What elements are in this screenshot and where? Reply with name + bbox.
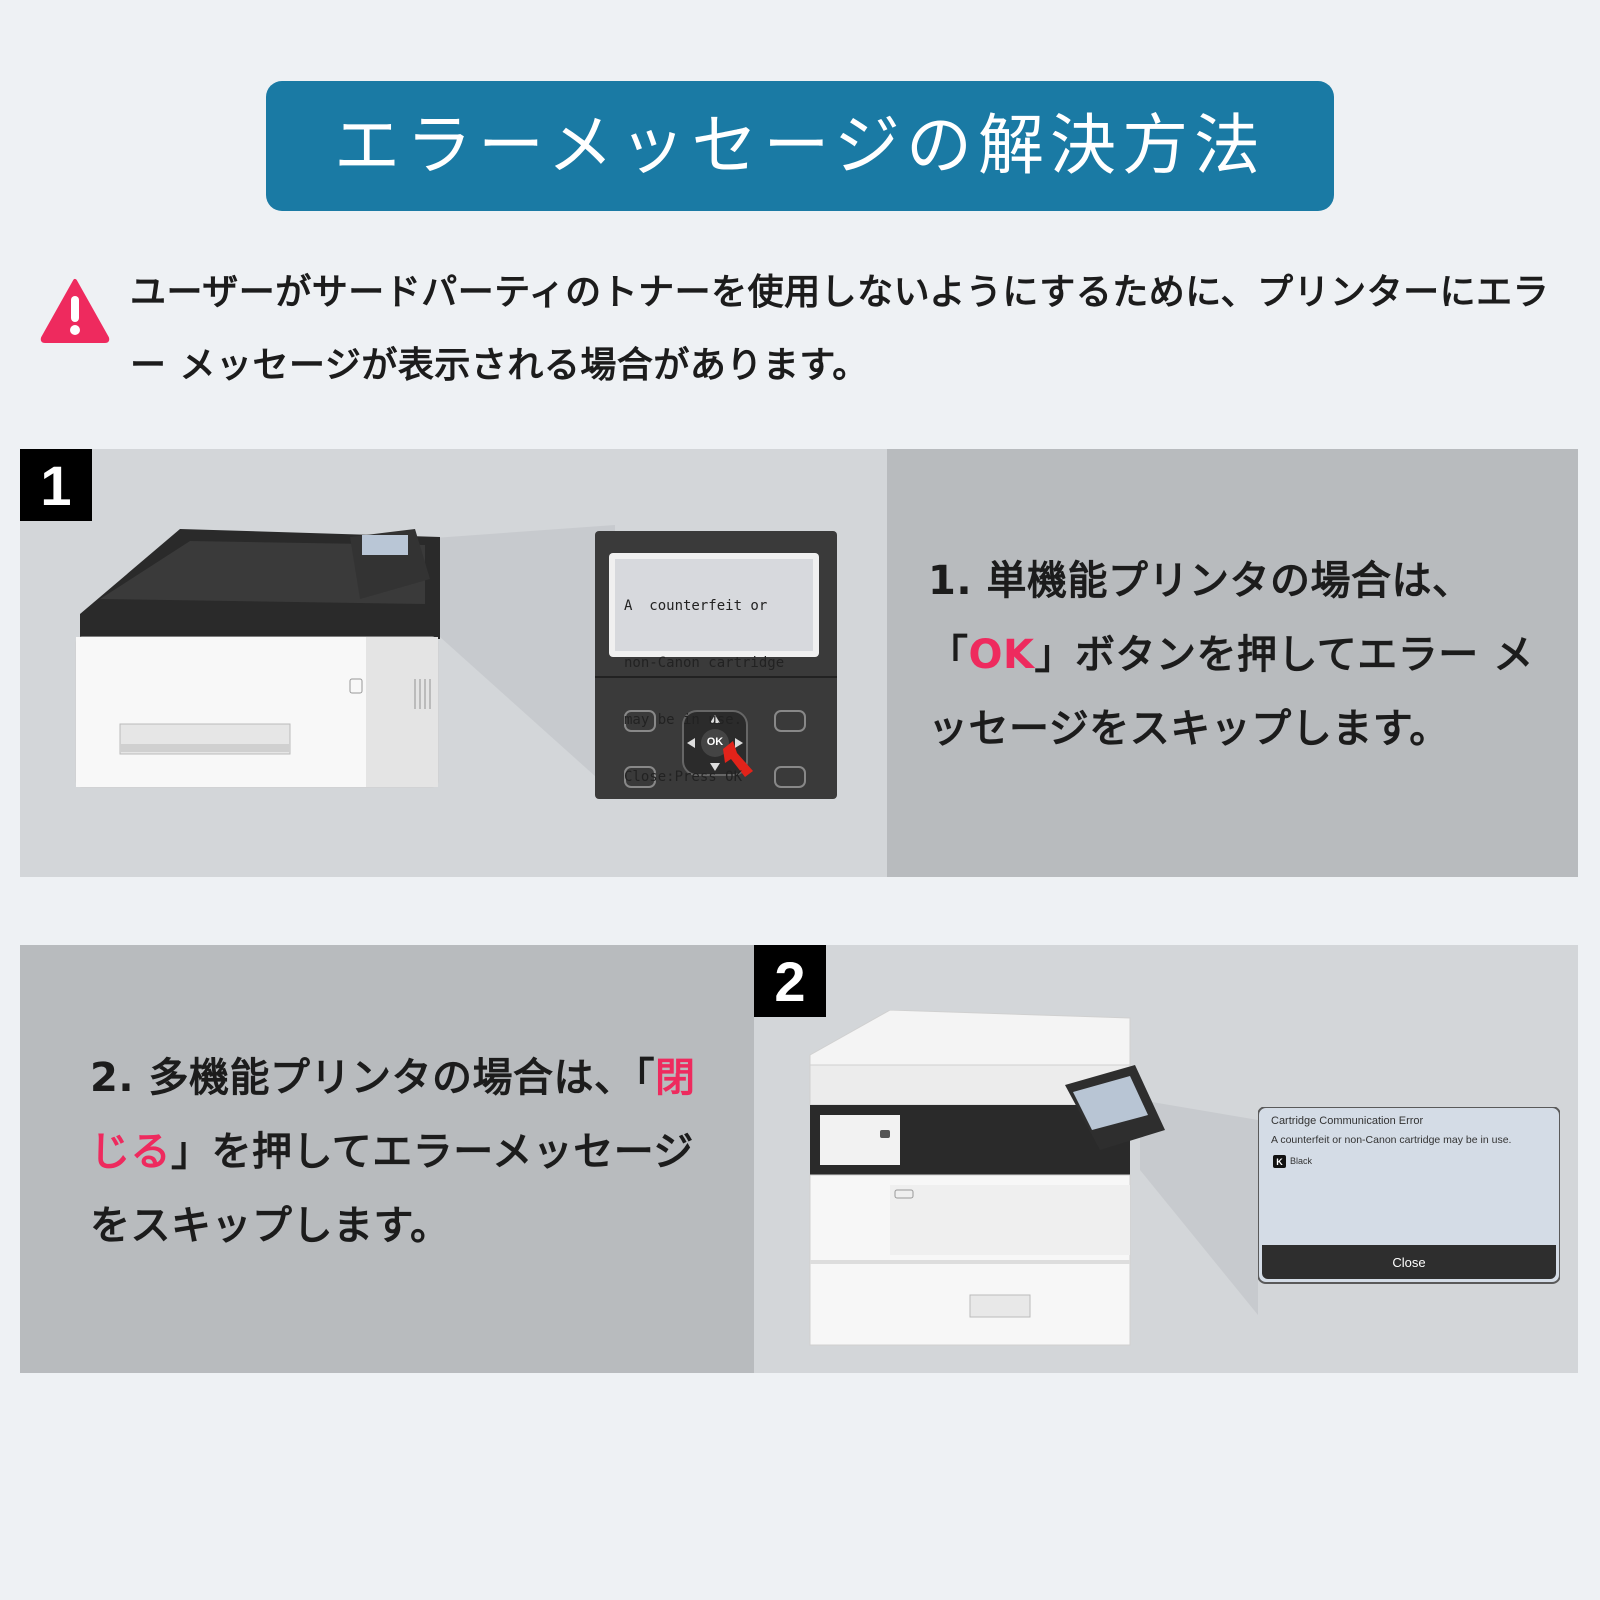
step-2-text-before: 2. 多機能プリンタの場合は、「: [90, 1055, 655, 1101]
lcd-line: non-Canon cartridge: [624, 655, 785, 671]
step-2-instruction: 2. 多機能プリンタの場合は、「閉じる」を押してエラーメッセージをスキップします…: [90, 1041, 730, 1263]
step-2-panel: 2 2. 多機能プリンタの場合は、「閉じる」を押してエラーメッセージをスキップし…: [20, 945, 1578, 1373]
step-1-text-before: 1. 単機能プリンタの場合は、「: [928, 558, 1473, 678]
close-button[interactable]: Close: [1262, 1245, 1556, 1279]
lcd-line: Close:Press OK: [624, 769, 743, 785]
step-1-text-after: 」ボタンを押してエラー メッセージをスキップします。: [928, 632, 1534, 752]
step-2-badge: 2: [754, 945, 826, 1017]
step-1-highlight-ok: OK: [968, 632, 1035, 678]
touch-screen-title: Cartridge Communication Error: [1271, 1115, 1424, 1127]
warning-icon: [40, 279, 110, 343]
step-2-text-area: [20, 945, 754, 1373]
step-1-panel: 1 A: [20, 449, 1578, 877]
touch-screen-message: A counterfeit or non-Canon cartridge may…: [1271, 1134, 1512, 1146]
step-1-text-area: [887, 449, 1578, 877]
single-function-printer-illustration: [75, 525, 615, 794]
page-title: エラーメッセージの解決方法: [333, 107, 1267, 184]
step-1-badge: 1: [20, 449, 92, 521]
touch-screen-color: Black: [1290, 1156, 1313, 1166]
title-banner: エラーメッセージの解決方法: [266, 81, 1334, 211]
step-2-highlight-close: 閉じる: [90, 1055, 696, 1175]
lcd-panel-closeup: [595, 531, 837, 799]
multi-function-printer-illustration: [809, 1010, 1258, 1346]
step-2-text-after: 」を押してエラーメッセージをスキップします。: [90, 1129, 694, 1249]
step-1-instruction: 1. 単機能プリンタの場合は、「OK」ボタンを押してエラー メッセージをスキップ…: [928, 544, 1568, 766]
warning-text: ユーザーがサードパーティのトナーを使用しないようにするために、プリンターにエラー…: [130, 272, 1550, 386]
lcd-message: A counterfeit or non-Canon cartridge may…: [624, 559, 824, 825]
lcd-line: may be in use.: [624, 712, 743, 728]
lcd-line: A counterfeit or: [624, 598, 768, 614]
ok-key-label: OK: [706, 736, 724, 748]
black-cartridge-badge: K: [1273, 1155, 1286, 1168]
